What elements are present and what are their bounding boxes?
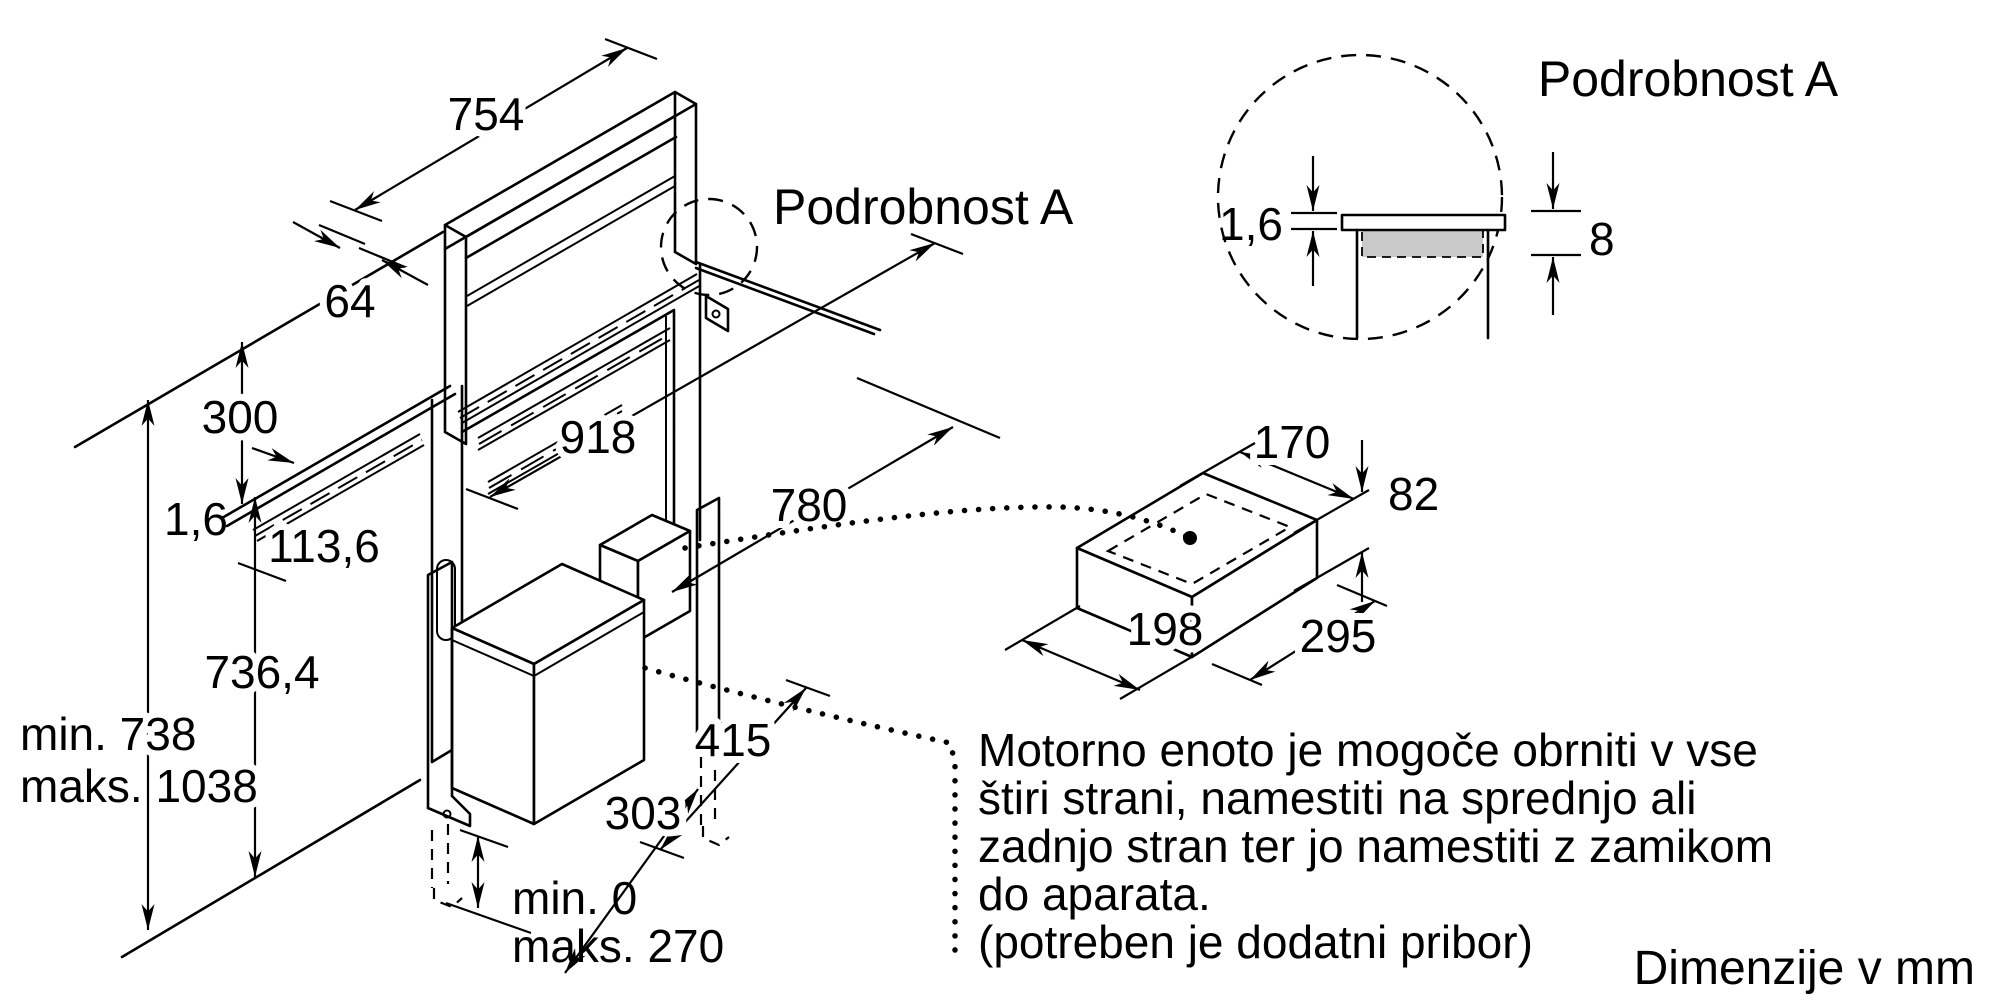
dim-780-line xyxy=(671,426,954,593)
mounting-rail-left xyxy=(252,433,425,542)
dim-198-label: 198 xyxy=(1127,603,1204,655)
bracket-left xyxy=(426,560,454,810)
dim-780-label: 780 xyxy=(771,479,848,531)
detail-16-label: 1,6 xyxy=(1219,198,1283,250)
leader-to-note xyxy=(642,665,958,955)
dim-754-line xyxy=(354,47,628,211)
bracket-left-extension xyxy=(430,824,450,888)
hood-right-post xyxy=(673,90,698,266)
dim-295-label: 295 xyxy=(1300,610,1377,662)
bracket-right-hook xyxy=(701,826,730,847)
motor-unit-plate-dashed xyxy=(1105,492,1293,586)
note-line-4: do aparata. xyxy=(978,868,1211,920)
dim-64-arrow-right xyxy=(381,259,429,286)
rail-end-tab xyxy=(704,294,730,333)
dim-height-max-label: maks. 1038 xyxy=(20,760,258,812)
note-line-3: zadnjo stran ter jo namestiti z zamikom xyxy=(978,820,1773,872)
main-dimensions: 754 64 300 1,6 113,6 736,4 min. 738 maks… xyxy=(13,37,1001,974)
dim-295-line xyxy=(1249,600,1376,681)
note-block: Motorno enoto je mogoče obrniti v vse št… xyxy=(978,724,1773,968)
dim-64-arrow-left xyxy=(292,221,341,249)
column-slot xyxy=(436,559,456,641)
detail-8-label: 8 xyxy=(1589,213,1615,265)
worktop-sheet-bottom-line xyxy=(225,392,457,528)
dim-1136-label: 113,6 xyxy=(268,520,380,572)
detail-view: Podrobnost A 1,6 8 xyxy=(1216,51,1839,341)
detail-circle xyxy=(1216,53,1504,341)
detail-walls xyxy=(1355,228,1490,340)
dim-170-label: 170 xyxy=(1254,416,1331,468)
dim-82-label: 82 xyxy=(1388,468,1439,520)
dim-leg-max-label: maks. 270 xyxy=(512,920,724,972)
dim-64-label: 64 xyxy=(324,275,375,327)
units-note: Dimenzije v mm xyxy=(1634,942,1975,995)
dim-918-label: 918 xyxy=(560,411,637,463)
dim-415-line xyxy=(659,687,807,851)
worktop-cut-edge xyxy=(694,260,882,332)
wall-edge-line xyxy=(73,230,445,449)
dim-918-line xyxy=(489,242,936,498)
detail-frame-block xyxy=(1361,229,1484,258)
dim-170-line xyxy=(1239,450,1355,501)
screw-hole xyxy=(711,309,721,319)
dim-height-min-label: min. 738 xyxy=(20,708,196,760)
dim-leg-min-label: min. 0 xyxy=(512,872,637,924)
detail-sheet xyxy=(1340,213,1507,232)
dim-16-label: 1,6 xyxy=(164,493,228,545)
dim-303-label: 303 xyxy=(605,787,682,839)
dim-7364-label: 736,4 xyxy=(204,646,319,698)
base-edge-line xyxy=(120,778,422,959)
dim-198-line xyxy=(1021,638,1141,692)
detail-title: Podrobnost A xyxy=(1538,51,1839,107)
dim-303-line xyxy=(564,788,699,974)
bracket-left-hook xyxy=(432,888,463,909)
motor-unit-view: 170 82 198 295 xyxy=(1004,409,1439,700)
leaders xyxy=(642,504,1189,955)
leader-to-motor-unit xyxy=(682,504,1189,551)
dim-415-label: 415 xyxy=(695,714,772,766)
note-line-1: Motorno enoto je mogoče obrniti v vse xyxy=(978,724,1758,776)
dim-754-label: 754 xyxy=(448,88,525,140)
note-line-2: štiri strani, namestiti na sprednjo ali xyxy=(978,772,1696,824)
dim-300-label: 300 xyxy=(202,391,279,443)
note-line-5: (potreben je dodatni pribor) xyxy=(978,916,1533,968)
worktop-sheet-top-line xyxy=(220,384,452,520)
detail-ref-label: Podrobnost A xyxy=(773,179,1074,235)
